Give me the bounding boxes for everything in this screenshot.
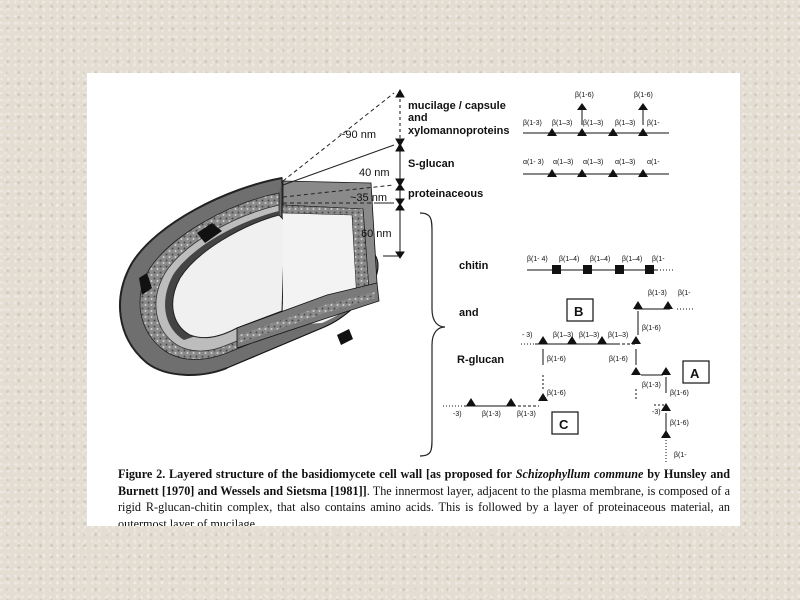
nag-unit (645, 265, 654, 274)
link-c-3: β(1–4) (590, 256, 610, 263)
rglucan-network: B β(1-3) β(1- β(1-6) - 3) β(1–3) β(1–3) … (443, 290, 710, 463)
glucose-unit (608, 128, 618, 136)
figure-caption: Figure 2. Layered structure of the basid… (118, 466, 730, 526)
layer-proteinaceous: proteinaceous (408, 188, 483, 200)
glucose-unit (597, 336, 607, 344)
label-chitin: chitin (459, 260, 489, 272)
box-b (566, 298, 594, 322)
layer-mucilage-line3: xylomannoproteins (408, 125, 509, 137)
glucose-unit (547, 128, 557, 136)
thickness-scale (383, 88, 405, 259)
link-s-1: α(1- 3) (523, 159, 544, 166)
glucose-unit (633, 301, 643, 309)
caption-figure-label: Figure 2. Layered structure of the basid… (118, 467, 512, 481)
thickness-35: ~35 nm (350, 192, 387, 204)
link-c-5: β(1- (652, 256, 665, 263)
projection-lines (282, 92, 395, 204)
glucose-unit (631, 336, 641, 344)
link-top-3: β(1–3) (583, 120, 603, 127)
layer-sglucan: S-glucan (408, 158, 455, 170)
link-s-5: α(1- (647, 159, 660, 166)
link-b2: β(1–3) (579, 332, 599, 339)
glucose-unit (577, 103, 587, 110)
link-r-m3: -3) (652, 409, 661, 416)
box-c-label: C (559, 417, 569, 432)
glucose-unit (638, 128, 648, 136)
glucose-unit (661, 430, 671, 438)
glucose-unit (608, 169, 618, 177)
link-cl1: β(1-3) (482, 411, 501, 418)
glucose-unit (506, 398, 516, 406)
label-and: and (459, 307, 479, 319)
cell-wall-diagram: ~90 nm 40 nm ~35 nm 60 nm mucilage / cap… (119, 88, 710, 463)
glucose-unit (577, 128, 587, 136)
mucilage-glucan-chain: β(1-6) β(1-6) β(1-3) β(1–3) β(1–3) β(1–3… (523, 92, 669, 136)
link-c-1: β(1- 4) (527, 256, 548, 263)
layer-mucilage-line1: mucilage / capsule (408, 100, 506, 112)
link-s-3: α(1–3) (583, 159, 603, 166)
cell-wall-tube (119, 177, 380, 376)
box-c (551, 411, 579, 435)
link-top-1: β(1-3) (523, 120, 542, 127)
link-m16b: β(1-6) (609, 356, 628, 363)
glucose-unit (577, 169, 587, 177)
box-a (682, 360, 710, 384)
link-top-4: β(1–3) (615, 120, 635, 127)
caption-authors: by Hunsley and Burnett [1970] and Wessel… (118, 467, 730, 498)
box-a-label: A (690, 366, 700, 381)
link-b-top1: β(1- (678, 290, 691, 297)
glucose-unit (638, 103, 648, 110)
thickness-60: 60 nm (361, 228, 392, 240)
inner-layer-brace (419, 212, 446, 457)
link-c16: β(1-6) (547, 390, 566, 397)
thickness-90: ~90 nm (339, 129, 376, 141)
nag-unit (583, 265, 592, 274)
glucose-unit (661, 367, 671, 375)
box-b-label: B (574, 304, 583, 319)
label-rglucan: R-glucan (457, 354, 504, 366)
link-top-b16a: β(1-6) (575, 92, 594, 99)
glucose-unit (631, 367, 641, 375)
glucose-unit (663, 301, 673, 309)
glucose-unit (661, 403, 671, 411)
caption-body: . The innermost layer, adjacent to the p… (118, 483, 730, 527)
glucose-unit (567, 336, 577, 344)
link-cl-start: -3) (453, 411, 462, 418)
link-c-2: β(1–4) (559, 256, 579, 263)
link-top-b16b: β(1-6) (634, 92, 653, 99)
link-s-4: α(1–3) (615, 159, 635, 166)
link-b3: β(1–3) (608, 332, 628, 339)
link-r-end: β(1- (674, 452, 687, 459)
thickness-40: 40 nm (359, 167, 390, 179)
link-b-top13: β(1-3) (648, 290, 667, 297)
glucose-unit (638, 169, 648, 177)
layer-mucilage-line2: and (408, 112, 428, 124)
chitin-chain: β(1- 4) β(1–4) β(1–4) β(1–4) β(1- (527, 256, 674, 274)
sglucan-chain: α(1- 3) α(1–3) α(1–3) α(1–3) α(1- (523, 159, 669, 177)
glucose-unit (538, 336, 548, 344)
link-r16b: β(1-6) (670, 420, 689, 427)
link-m16a: β(1-6) (547, 356, 566, 363)
link-top-2: β(1–3) (552, 120, 572, 127)
nag-unit (552, 265, 561, 274)
link-b1: β(1–3) (553, 332, 573, 339)
link-c-4: β(1–4) (622, 256, 642, 263)
link-top-5: β(1- (647, 120, 660, 127)
link-b-start: - 3) (522, 332, 533, 339)
link-a13: β(1-3) (642, 382, 661, 389)
link-s-2: α(1–3) (553, 159, 573, 166)
nag-unit (615, 265, 624, 274)
glucose-unit (466, 398, 476, 406)
link-b16: β(1-6) (642, 325, 661, 332)
link-r16: β(1-6) (670, 390, 689, 397)
glucose-unit (538, 393, 548, 401)
figure-card: ~90 nm 40 nm ~35 nm 60 nm mucilage / cap… (87, 73, 740, 526)
caption-species: Schizophyllum commune (515, 467, 644, 481)
link-cl2: β(1-3) (517, 411, 536, 418)
glucose-unit (547, 169, 557, 177)
